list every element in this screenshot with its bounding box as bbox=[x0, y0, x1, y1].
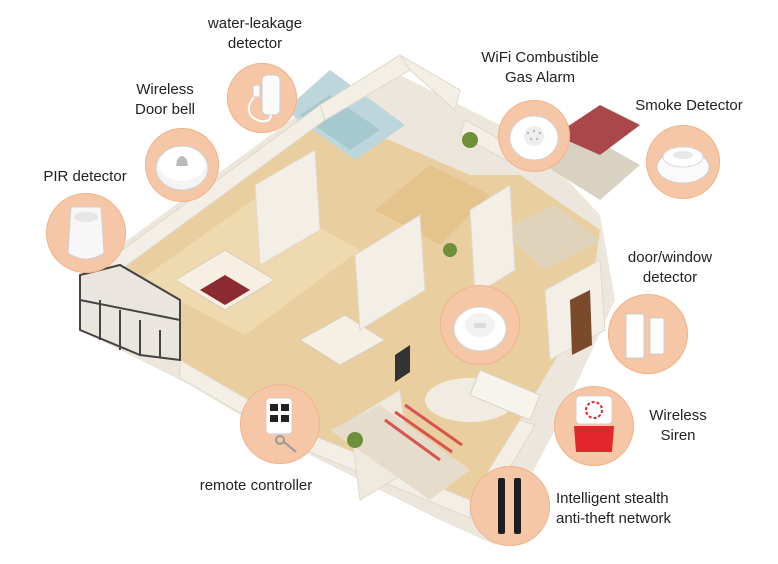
label-pir: PIR detector bbox=[43, 168, 127, 185]
label-gas-alarm: WiFi Combustible Gas Alarm bbox=[481, 49, 599, 86]
pir-detector-icon bbox=[67, 206, 105, 260]
remote-controller-icon bbox=[265, 397, 297, 453]
plant bbox=[443, 243, 457, 257]
water-leakage-icon bbox=[247, 74, 281, 123]
balcony-railing bbox=[79, 263, 181, 362]
balcony-bottom bbox=[330, 405, 470, 500]
room-door bbox=[570, 290, 592, 355]
doorbell-bubble bbox=[145, 128, 219, 202]
sofa bbox=[469, 369, 541, 421]
infrared-beam-icon bbox=[498, 478, 521, 534]
label-network: Intelligent stealth anti-theft network bbox=[556, 490, 672, 527]
label-siren: Wireless Siren bbox=[649, 407, 707, 444]
label-smoke-detector: Smoke Detector bbox=[635, 97, 743, 114]
dining-area bbox=[500, 205, 600, 270]
label-doorbell: Wireless Door bell bbox=[134, 81, 196, 118]
water-leakage-bubble bbox=[227, 63, 297, 133]
smoke-detector-bubble bbox=[646, 125, 720, 199]
plant bbox=[462, 132, 478, 148]
label-door-window: door/window detector bbox=[627, 249, 713, 286]
smoke-detector-icon bbox=[656, 146, 710, 184]
label-water-leakage: water-leakage detector bbox=[207, 15, 303, 52]
tv bbox=[395, 345, 410, 382]
remote-bubble bbox=[240, 384, 320, 464]
door-window-bubble bbox=[608, 294, 688, 374]
doorbell-icon bbox=[155, 145, 209, 191]
pir-bubble bbox=[46, 193, 126, 273]
siren-bubble bbox=[554, 386, 634, 466]
center-sensor-bubble bbox=[440, 285, 520, 365]
gas-alarm-bubble bbox=[498, 100, 570, 172]
gas-alarm-icon bbox=[509, 115, 559, 161]
siren-icon bbox=[574, 395, 614, 452]
network-bubble bbox=[470, 466, 550, 546]
plant bbox=[347, 432, 363, 448]
door-window-sensor-icon bbox=[625, 313, 665, 359]
motion-sensor-icon bbox=[453, 306, 507, 352]
label-remote: remote controller bbox=[199, 477, 313, 494]
